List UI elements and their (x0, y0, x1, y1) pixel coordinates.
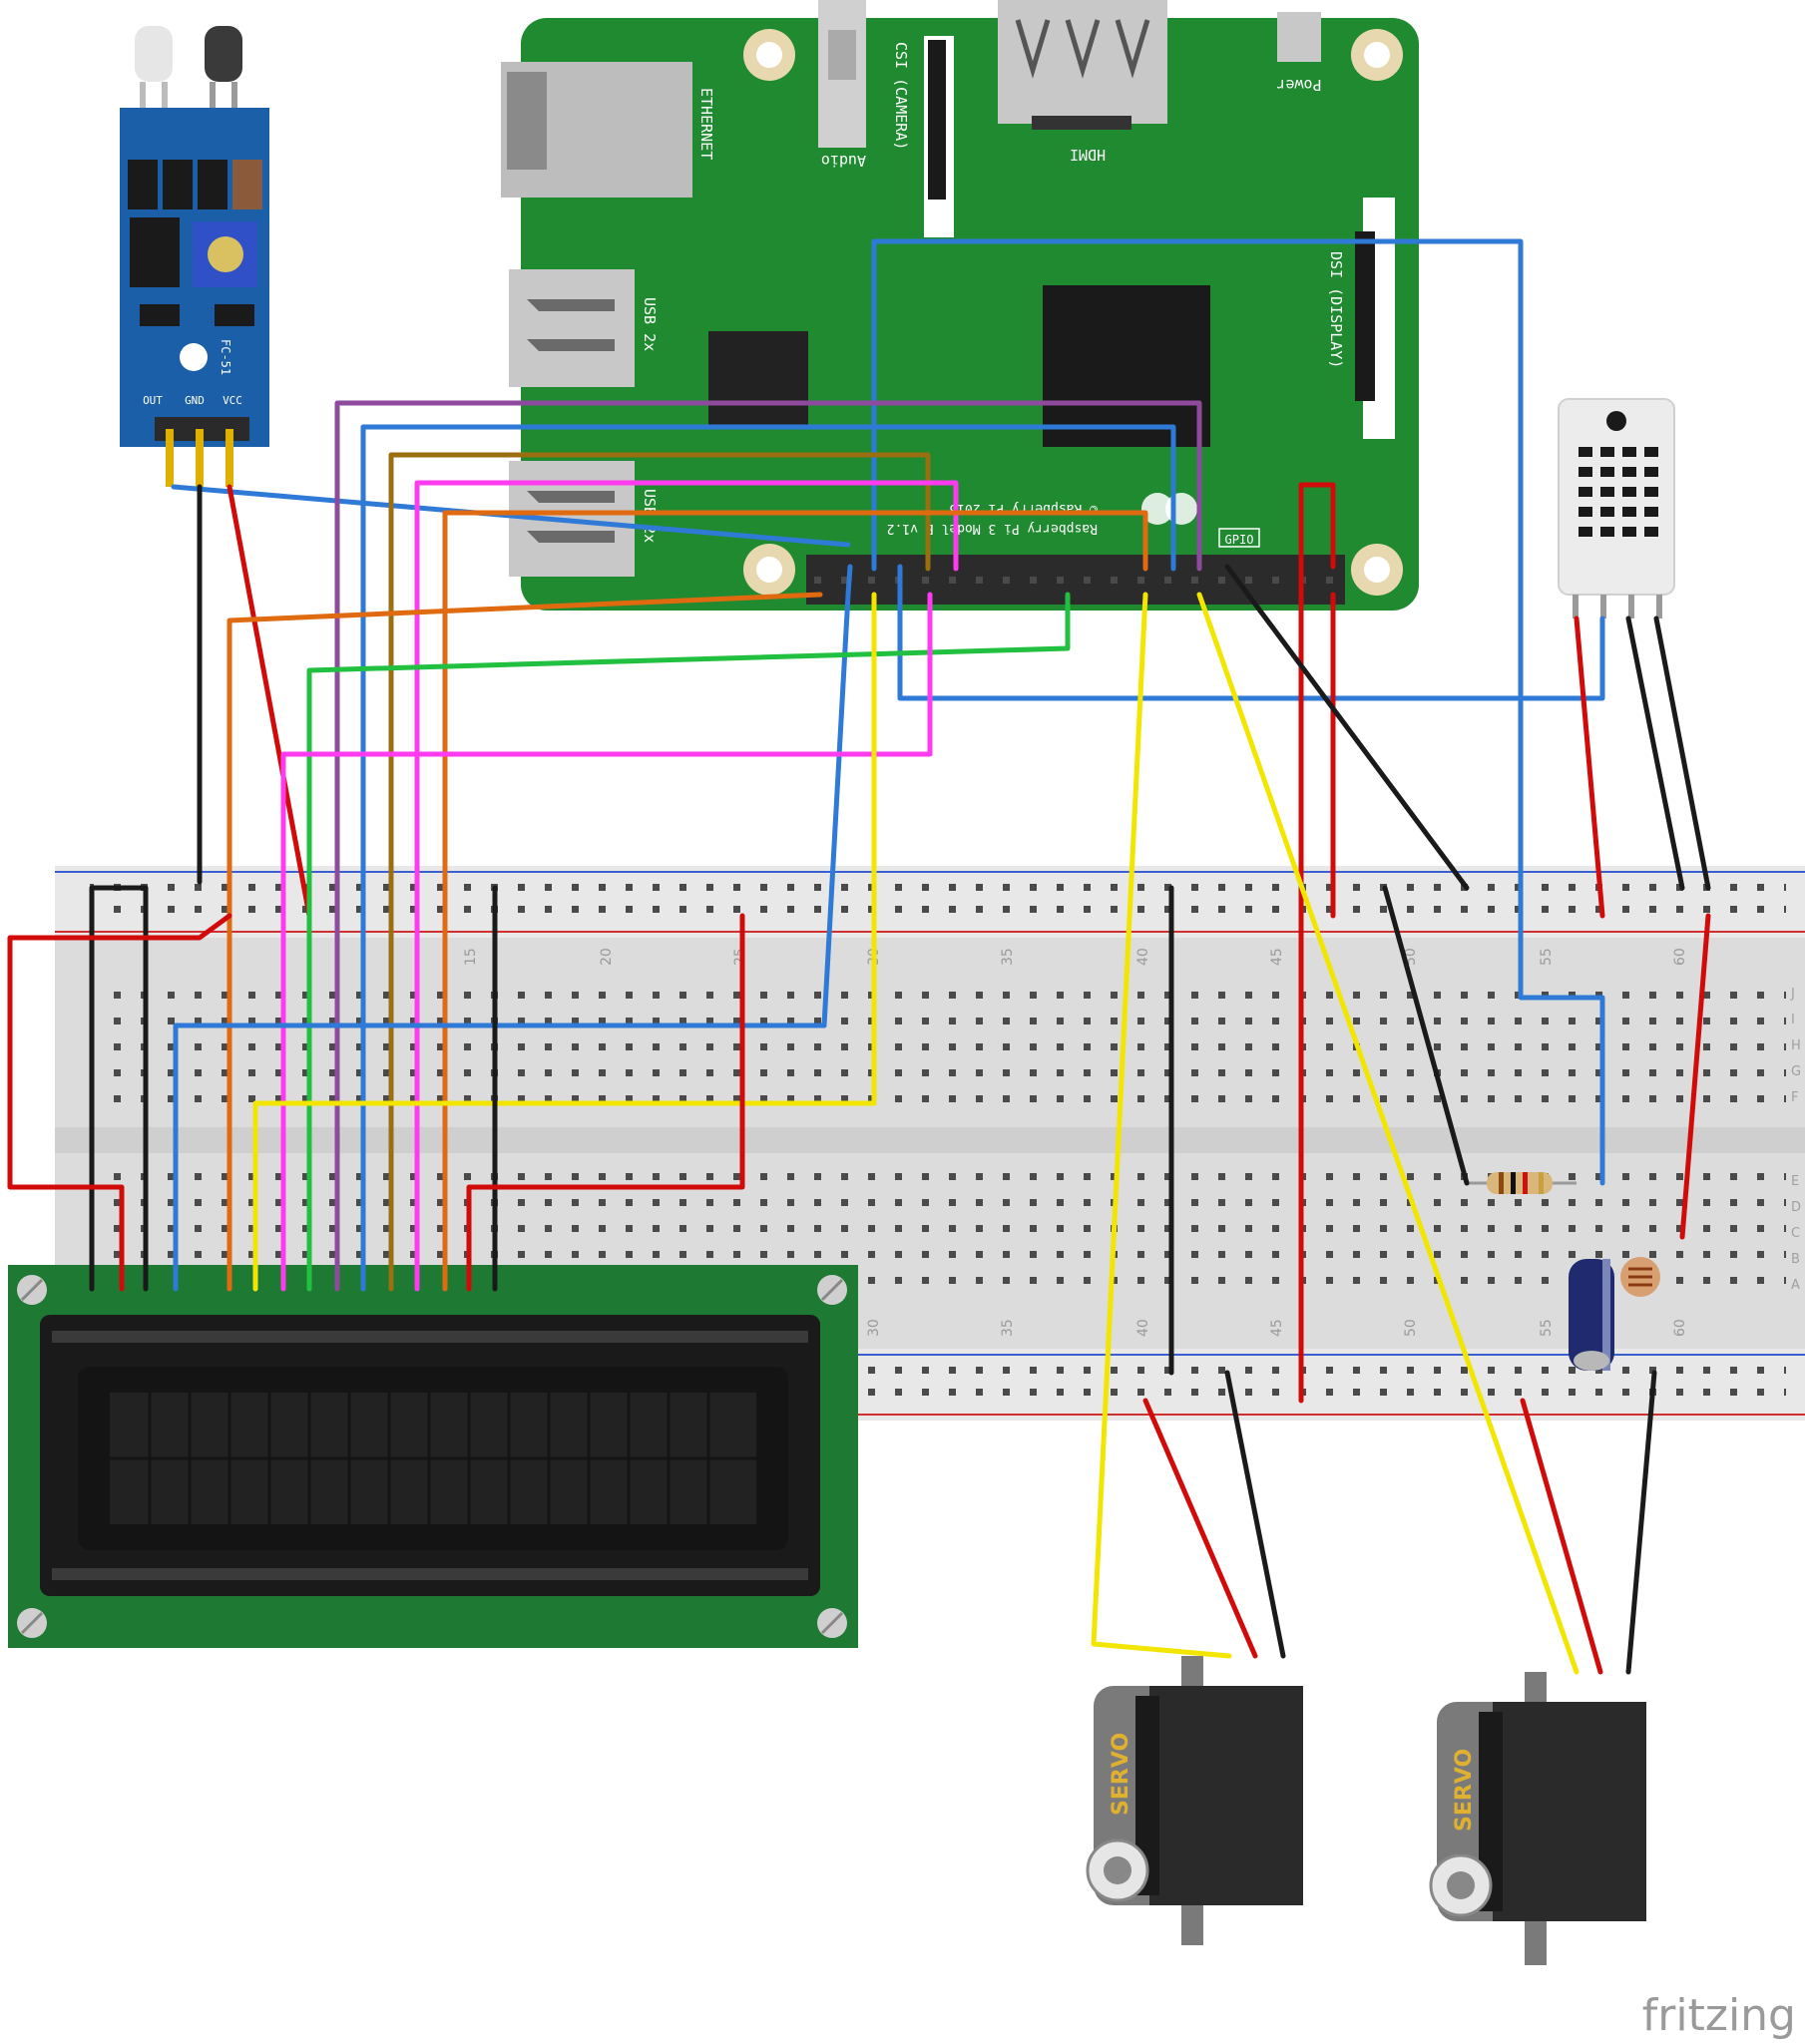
power-label: Power (1276, 76, 1321, 94)
audio-label: Audio (821, 152, 866, 170)
row-letter-b: B (1791, 1252, 1800, 1267)
row-letter-h: H (1791, 1038, 1801, 1053)
wire-lcd-blue-3 (173, 1022, 827, 1292)
row-letter-d: D (1791, 1200, 1801, 1215)
row-letter-a: A (1791, 1278, 1800, 1293)
col-label-35-bottom: 35 (1000, 1319, 1016, 1337)
wire-lcd-blue-2 (360, 424, 1176, 1292)
row-letter-e: E (1791, 1174, 1799, 1189)
usb-port-top (509, 269, 635, 387)
wire-servo1-red (1142, 1398, 1258, 1659)
usb-label-top: USB 2x (641, 297, 659, 351)
col-label-15: 15 (463, 948, 479, 966)
wire-rail-blue-to-pi (821, 564, 853, 1028)
wire-pi-5v-red (1298, 482, 1336, 1404)
row-letter-f: F (1791, 1090, 1798, 1105)
ir-pin-label-gnd: GND (185, 394, 205, 407)
col-label-60: 60 (1672, 948, 1688, 966)
row-letter-c: C (1791, 1226, 1800, 1241)
row-letter-g: G (1791, 1064, 1801, 1079)
col-label-50-bottom: 50 (1403, 1319, 1419, 1337)
hdmi-label: HDMI (1070, 146, 1106, 164)
row-letter-j: J (1790, 987, 1795, 1002)
wire-servo2-red (1520, 1398, 1603, 1675)
audio-jack (818, 0, 866, 148)
ir-led-dark (205, 26, 242, 122)
display-label: DSI (DISPLAY) (1327, 251, 1345, 368)
ethernet-label: ETHERNET (697, 88, 715, 160)
col-label-30-bottom: 30 (866, 1319, 882, 1337)
wire-lcd-red-right (466, 913, 745, 1292)
wire-dht-red-2 (1679, 913, 1711, 1240)
wire-servo1-black (1224, 1370, 1286, 1659)
soc-chip (1043, 285, 1210, 447)
ir-pin-label-out: OUT (143, 394, 163, 407)
gpio-label: GPIO (1225, 533, 1254, 547)
ir-pin-label-vcc: VCC (223, 394, 242, 407)
ir-led-clear (135, 26, 173, 122)
servo-1-label: SERVO (1109, 1733, 1133, 1816)
servo-2-label: SERVO (1452, 1749, 1477, 1832)
wire-lcd-magenta-2 (280, 592, 933, 1292)
row-letter-i: I (1791, 1013, 1795, 1027)
wire-dht-blue-data (897, 564, 1605, 701)
camera-label: CSI (CAMERA) (892, 42, 910, 150)
wire-servo2-black (1625, 1370, 1657, 1675)
wire-lcd-orange-2 (226, 592, 823, 1292)
wire-lcd-magenta-1 (414, 480, 959, 1292)
wire-lcd-yellow (252, 592, 877, 1292)
col-label-60-bottom: 60 (1672, 1319, 1688, 1337)
wire-lcd-purple (334, 400, 1202, 1292)
model-text: Raspberry Pi 3 Model B v1.2 (887, 521, 1098, 536)
electrolytic-capacitor (1569, 1259, 1614, 1371)
gpio-header (806, 555, 1345, 605)
ethernet-port (501, 62, 692, 198)
wire-resistor-black (1382, 885, 1470, 1186)
wires (7, 238, 1711, 1675)
usb-label-bottom: USB 2x (641, 489, 659, 543)
wire-dht-black-2 (1653, 615, 1711, 891)
wire-servo2-yellow (1196, 592, 1579, 1675)
col-label-35: 35 (1000, 948, 1016, 966)
fritzing-watermark: fritzing (1642, 1990, 1796, 2041)
wire-dht-red (1574, 615, 1605, 919)
col-label-40: 40 (1135, 948, 1151, 966)
wire-ir-out-blue (171, 484, 851, 548)
wire-servo1-yellow (1091, 592, 1232, 1659)
dht-temperature-sensor (1558, 398, 1675, 618)
wire-lcd-orange-1 (442, 510, 1148, 1292)
resistor (1465, 1172, 1577, 1194)
col-label-40-bottom: 40 (1135, 1319, 1151, 1337)
servo-motor-1: SERVO (1086, 1656, 1303, 1945)
usb-controller-chip (708, 331, 808, 427)
ir-model-label: FC-51 (219, 339, 232, 375)
wire-top-blue-loop (871, 238, 1605, 1186)
wire-lcd-green (306, 592, 1071, 1292)
col-label-55-bottom: 55 (1539, 1319, 1555, 1337)
wire-lcd-red-loop (7, 913, 232, 1292)
wire-pi-gnd-black (1224, 564, 1470, 891)
hdmi-port (998, 0, 1167, 130)
col-label-55: 55 (1539, 948, 1555, 966)
wire-lcd-black-1 (89, 885, 149, 1292)
servo-motor-2: SERVO (1429, 1672, 1646, 1965)
col-label-20: 20 (599, 948, 615, 966)
ir-sensor-module: FC-51 OUT GND VCC (120, 26, 269, 487)
photoresistor (1620, 1257, 1660, 1297)
col-label-45-bottom: 45 (1269, 1319, 1285, 1337)
wire-dht-black-1 (1625, 615, 1685, 891)
wire-ir-vcc-red (226, 484, 312, 919)
power-connector (1277, 12, 1321, 62)
breadboard: 15 20 25 30 35 40 45 50 55 60 30 35 40 4… (55, 866, 1805, 1421)
col-label-45: 45 (1269, 948, 1285, 966)
lcd-display-16x2 (8, 1265, 858, 1648)
raspberry-pi-board: ETHERNET USB 2x USB 2x Audio CSI (CAMERA… (501, 0, 1419, 611)
